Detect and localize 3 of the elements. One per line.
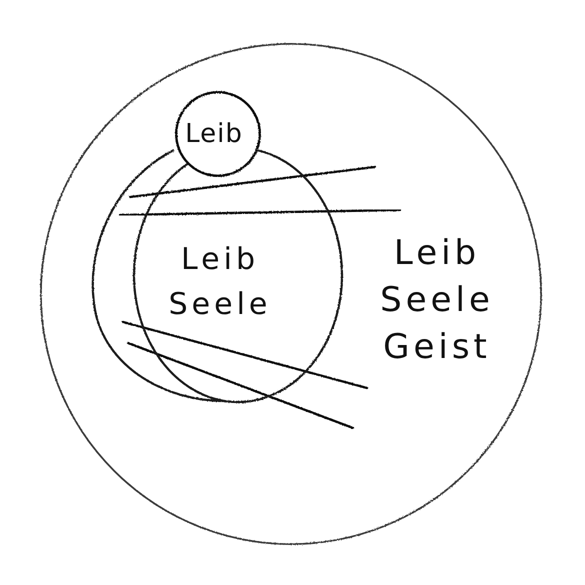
circle-label: Leib Seele <box>168 241 272 324</box>
circle-label: Leib Seele Geist <box>380 232 494 369</box>
circle-label: Leib <box>185 119 243 149</box>
